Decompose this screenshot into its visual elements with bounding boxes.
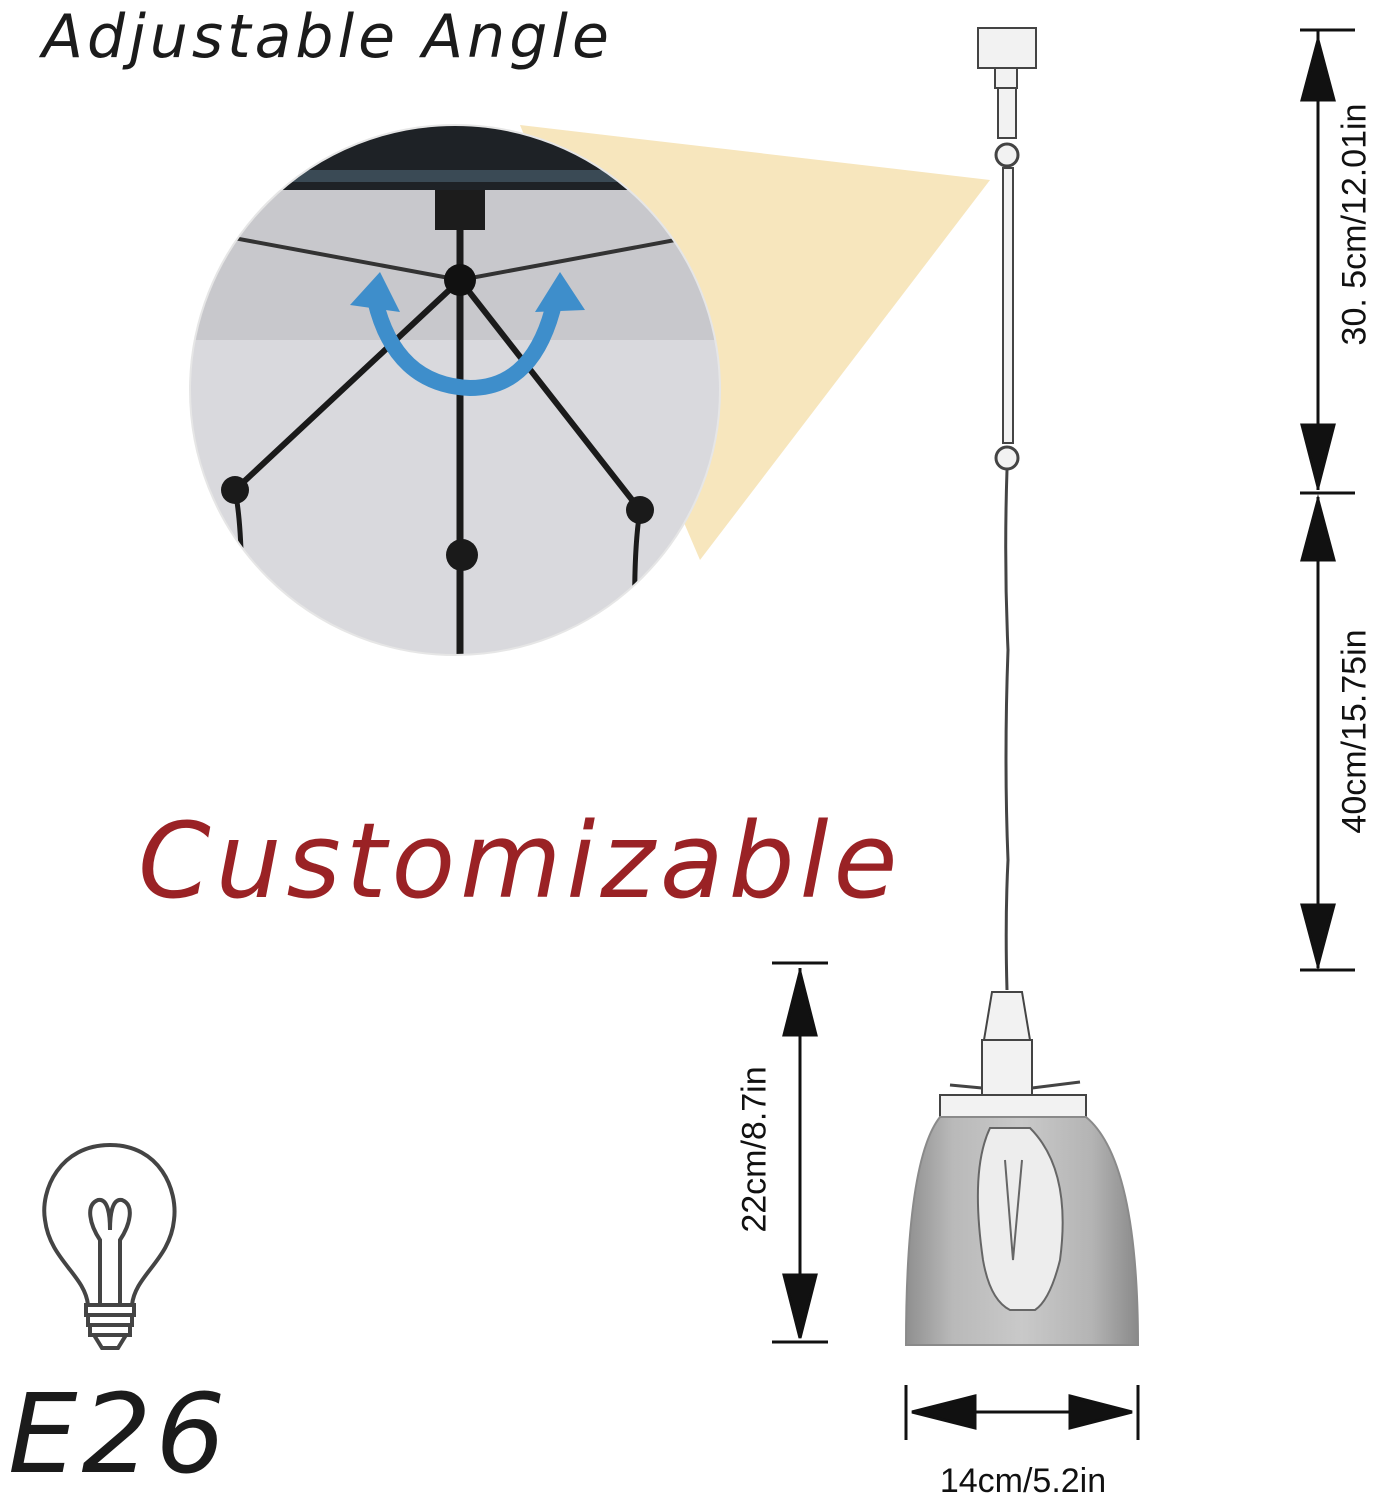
- shade-width-dimension-label: 14cm/5.2in: [939, 1462, 1107, 1500]
- top-segment-dimension-label: 30. 5cm/12.01in: [1335, 103, 1374, 346]
- dimension-line-middle: [1300, 494, 1355, 972]
- dimension-line-shade-height: [772, 961, 828, 1344]
- middle-segment-dimension-label: 40cm/15.75in: [1335, 629, 1374, 834]
- adjustable-angle-heading: Adjustable Angle: [42, 2, 613, 72]
- light-bulb-icon: [42, 1142, 177, 1350]
- pendant-fixture: [939, 27, 1087, 1118]
- rotation-arrow-icon: [367, 298, 563, 397]
- customizable-heading: Customizable: [138, 800, 903, 922]
- dimension-line-top: [1300, 28, 1355, 495]
- zoom-detail-circle: [190, 125, 720, 655]
- dimension-line-shade-width: [904, 1385, 1140, 1440]
- edison-bulb: [976, 1127, 1064, 1311]
- shade-height-dimension-label: 22cm/8.7in: [735, 1066, 774, 1233]
- bulb-base-label: E26: [8, 1370, 230, 1498]
